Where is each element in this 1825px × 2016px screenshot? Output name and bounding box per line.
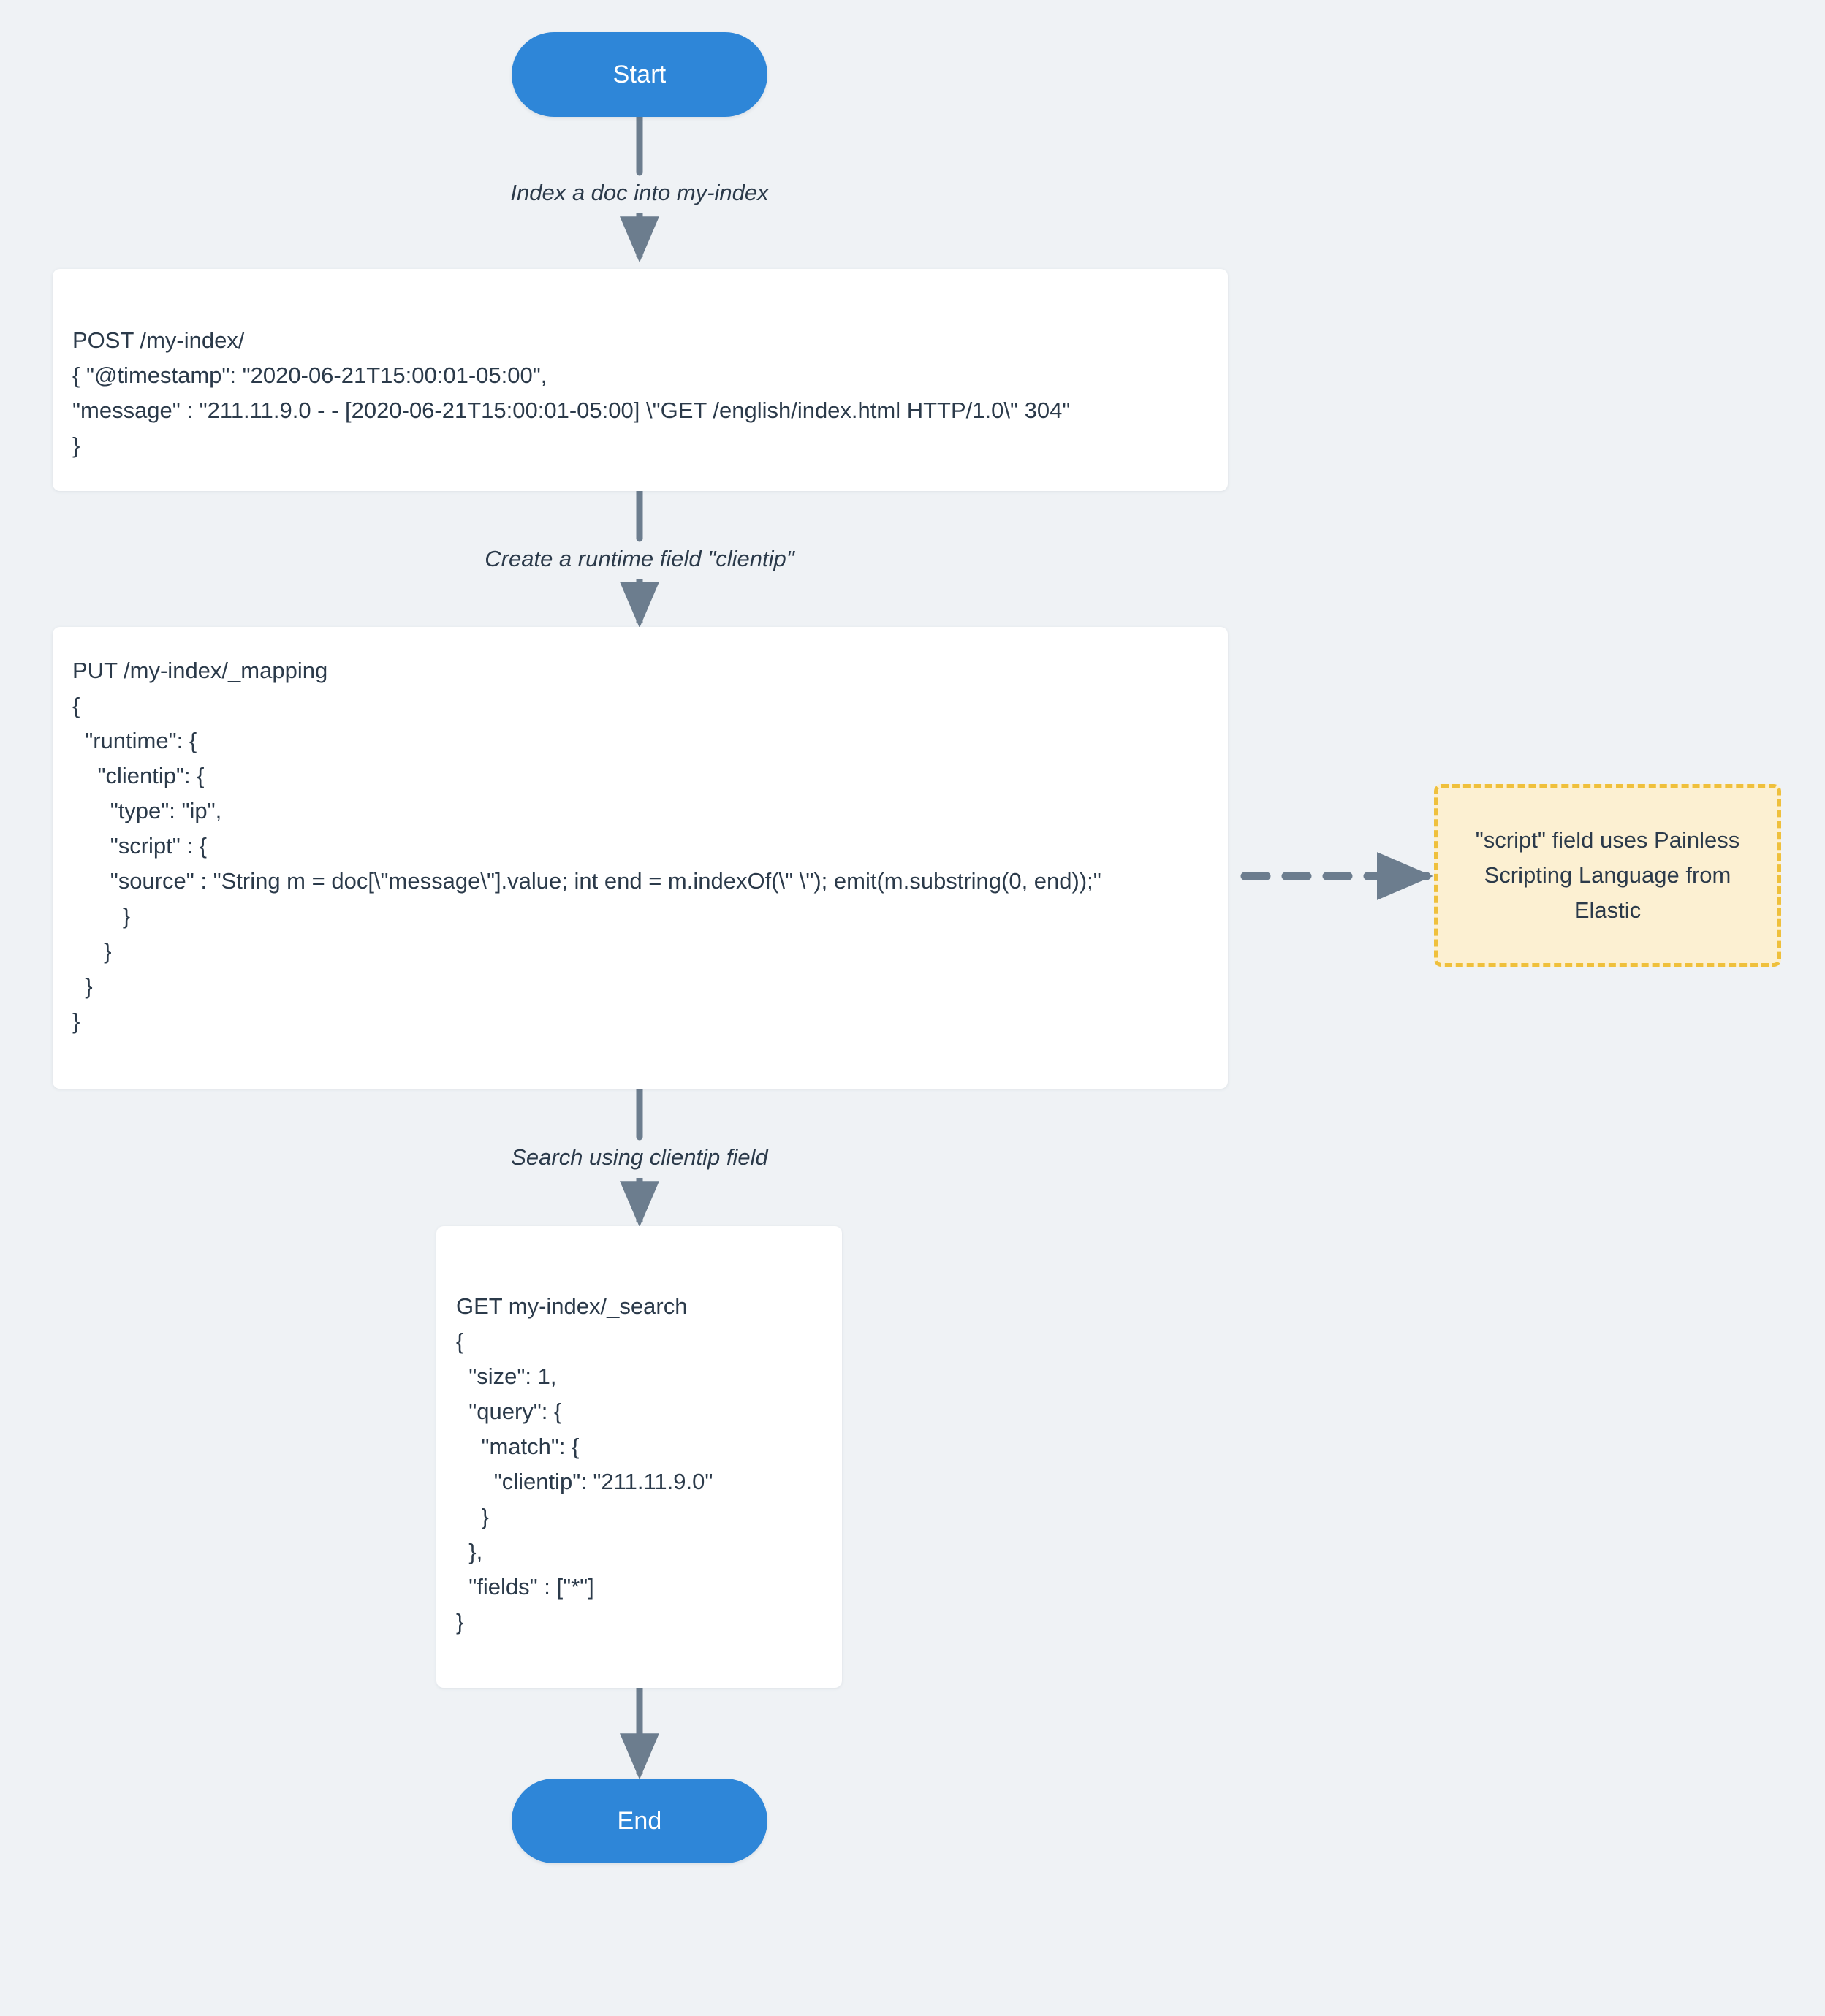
node-post-box[interactable]: POST /my-index/ { "@timestamp": "2020-06… <box>53 269 1228 491</box>
node-note-painless-text: "script" field uses Painless Scripting L… <box>1475 827 1740 923</box>
node-search-box[interactable]: GET my-index/_search { "size": 1, "query… <box>436 1226 842 1688</box>
node-start-label: Start <box>612 60 667 88</box>
edge-label-create-runtime-field: Create a runtime field "clientip" <box>485 546 794 571</box>
node-search-box-text: GET my-index/_search { "size": 1, "query… <box>456 1293 713 1635</box>
node-end-label: End <box>617 1806 662 1835</box>
node-put-box-text: PUT /my-index/_mapping { "runtime": { "c… <box>72 658 1101 1034</box>
node-post-box-text: POST /my-index/ { "@timestamp": "2020-06… <box>72 327 1071 458</box>
node-note-painless[interactable]: "script" field uses Painless Scripting L… <box>1434 784 1781 967</box>
node-put-box[interactable]: PUT /my-index/_mapping { "runtime": { "c… <box>53 627 1228 1089</box>
edge-label-index-doc: Index a doc into my-index <box>510 180 769 205</box>
node-end[interactable]: End <box>512 1779 767 1863</box>
node-start[interactable]: Start <box>512 32 767 117</box>
edge-label-search-using-clientip: Search using clientip field <box>511 1144 768 1170</box>
